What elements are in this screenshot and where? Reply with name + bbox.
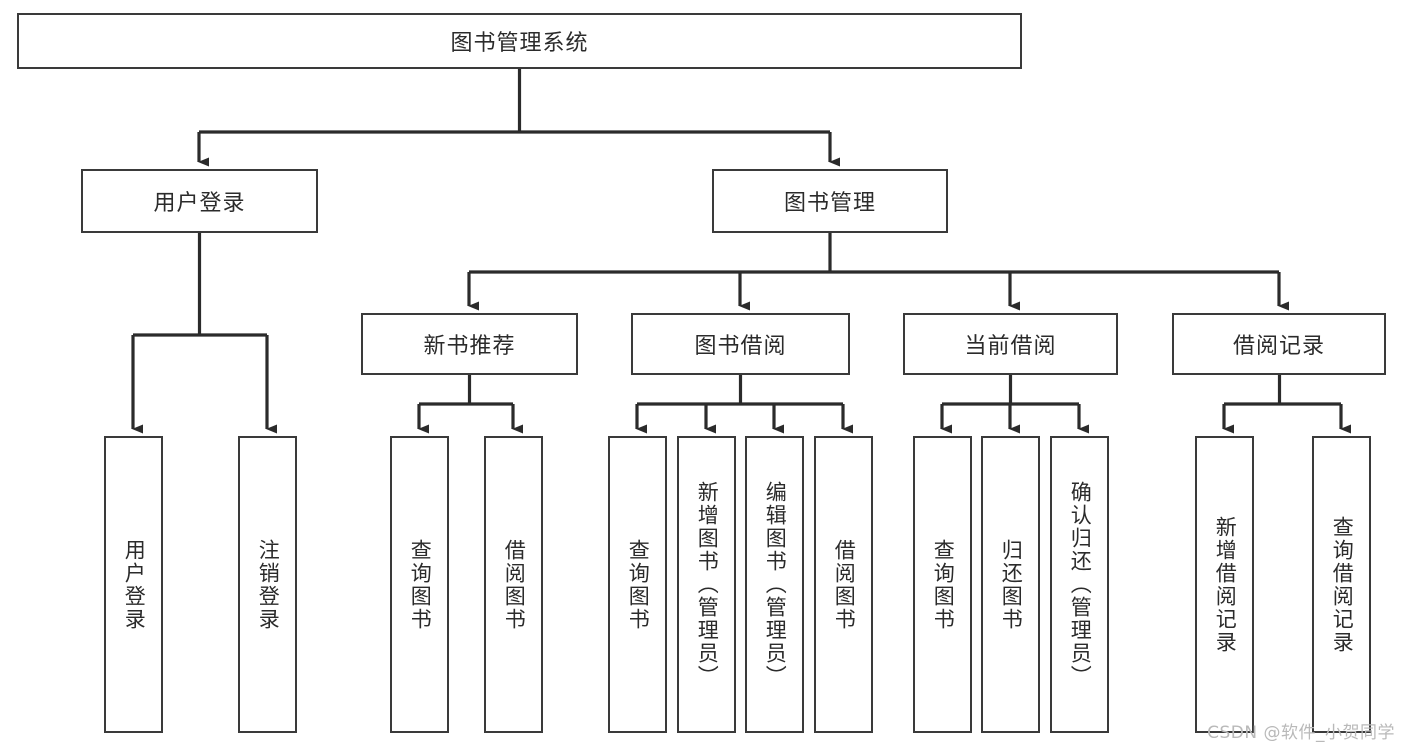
node-label: 查询图书 bbox=[931, 538, 956, 631]
leaf-user-login-login[interactable]: 用户登录 bbox=[104, 436, 163, 733]
node-label: 归还图书 bbox=[999, 538, 1024, 631]
node-label: 当前借阅 bbox=[964, 334, 1057, 359]
node-label: 用户登录 bbox=[122, 538, 147, 631]
leaf-book-borrow-borrow-book[interactable]: 借阅图书 bbox=[814, 436, 873, 733]
node-label: 图书管理系统 bbox=[450, 31, 589, 56]
node-label: 借阅图书 bbox=[502, 538, 527, 631]
node-book-borrow[interactable]: 图书借阅 bbox=[631, 313, 850, 375]
node-label: 新书推荐 bbox=[423, 334, 516, 359]
node-label: 新增借阅记录 bbox=[1213, 515, 1238, 654]
node-label: 编辑图书（管理员） bbox=[763, 481, 788, 688]
leaf-current-borrow-return-book[interactable]: 归还图书 bbox=[981, 436, 1040, 733]
leaf-book-borrow-add-book-admin[interactable]: 新增图书（管理员） bbox=[677, 436, 736, 733]
node-book-management[interactable]: 图书管理 bbox=[712, 169, 948, 233]
node-label: 借阅图书 bbox=[832, 538, 857, 631]
node-current-borrow[interactable]: 当前借阅 bbox=[903, 313, 1118, 375]
node-label: 查询借阅记录 bbox=[1330, 515, 1355, 654]
node-label: 图书管理 bbox=[783, 191, 876, 216]
node-label: 注销登录 bbox=[256, 538, 281, 631]
node-label: 新增图书（管理员） bbox=[695, 481, 720, 688]
leaf-current-borrow-query-book[interactable]: 查询图书 bbox=[913, 436, 972, 733]
watermark-text: CSDN @软件_小贺同学 bbox=[1207, 723, 1395, 743]
leaf-current-borrow-confirm-return-admin[interactable]: 确认归还（管理员） bbox=[1050, 436, 1109, 733]
node-label: 查询图书 bbox=[626, 538, 651, 631]
leaf-borrow-record-add-record[interactable]: 新增借阅记录 bbox=[1195, 436, 1254, 733]
leaf-new-book-borrow-book[interactable]: 借阅图书 bbox=[484, 436, 543, 733]
node-label: 确认归还（管理员） bbox=[1068, 481, 1093, 688]
node-label: 借阅记录 bbox=[1232, 334, 1325, 359]
leaf-book-borrow-edit-book-admin[interactable]: 编辑图书（管理员） bbox=[745, 436, 804, 733]
leaf-book-borrow-query-book[interactable]: 查询图书 bbox=[608, 436, 667, 733]
node-label: 查询图书 bbox=[408, 538, 433, 631]
node-new-book-recommend[interactable]: 新书推荐 bbox=[361, 313, 578, 375]
node-user-login[interactable]: 用户登录 bbox=[81, 169, 318, 233]
leaf-user-login-logout[interactable]: 注销登录 bbox=[238, 436, 297, 733]
node-borrow-record[interactable]: 借阅记录 bbox=[1172, 313, 1386, 375]
node-label: 用户登录 bbox=[153, 191, 246, 216]
leaf-borrow-record-query-record[interactable]: 查询借阅记录 bbox=[1312, 436, 1371, 733]
node-root-book-management-system[interactable]: 图书管理系统 bbox=[17, 13, 1022, 69]
leaf-new-book-query-book[interactable]: 查询图书 bbox=[390, 436, 449, 733]
node-label: 图书借阅 bbox=[694, 334, 787, 359]
